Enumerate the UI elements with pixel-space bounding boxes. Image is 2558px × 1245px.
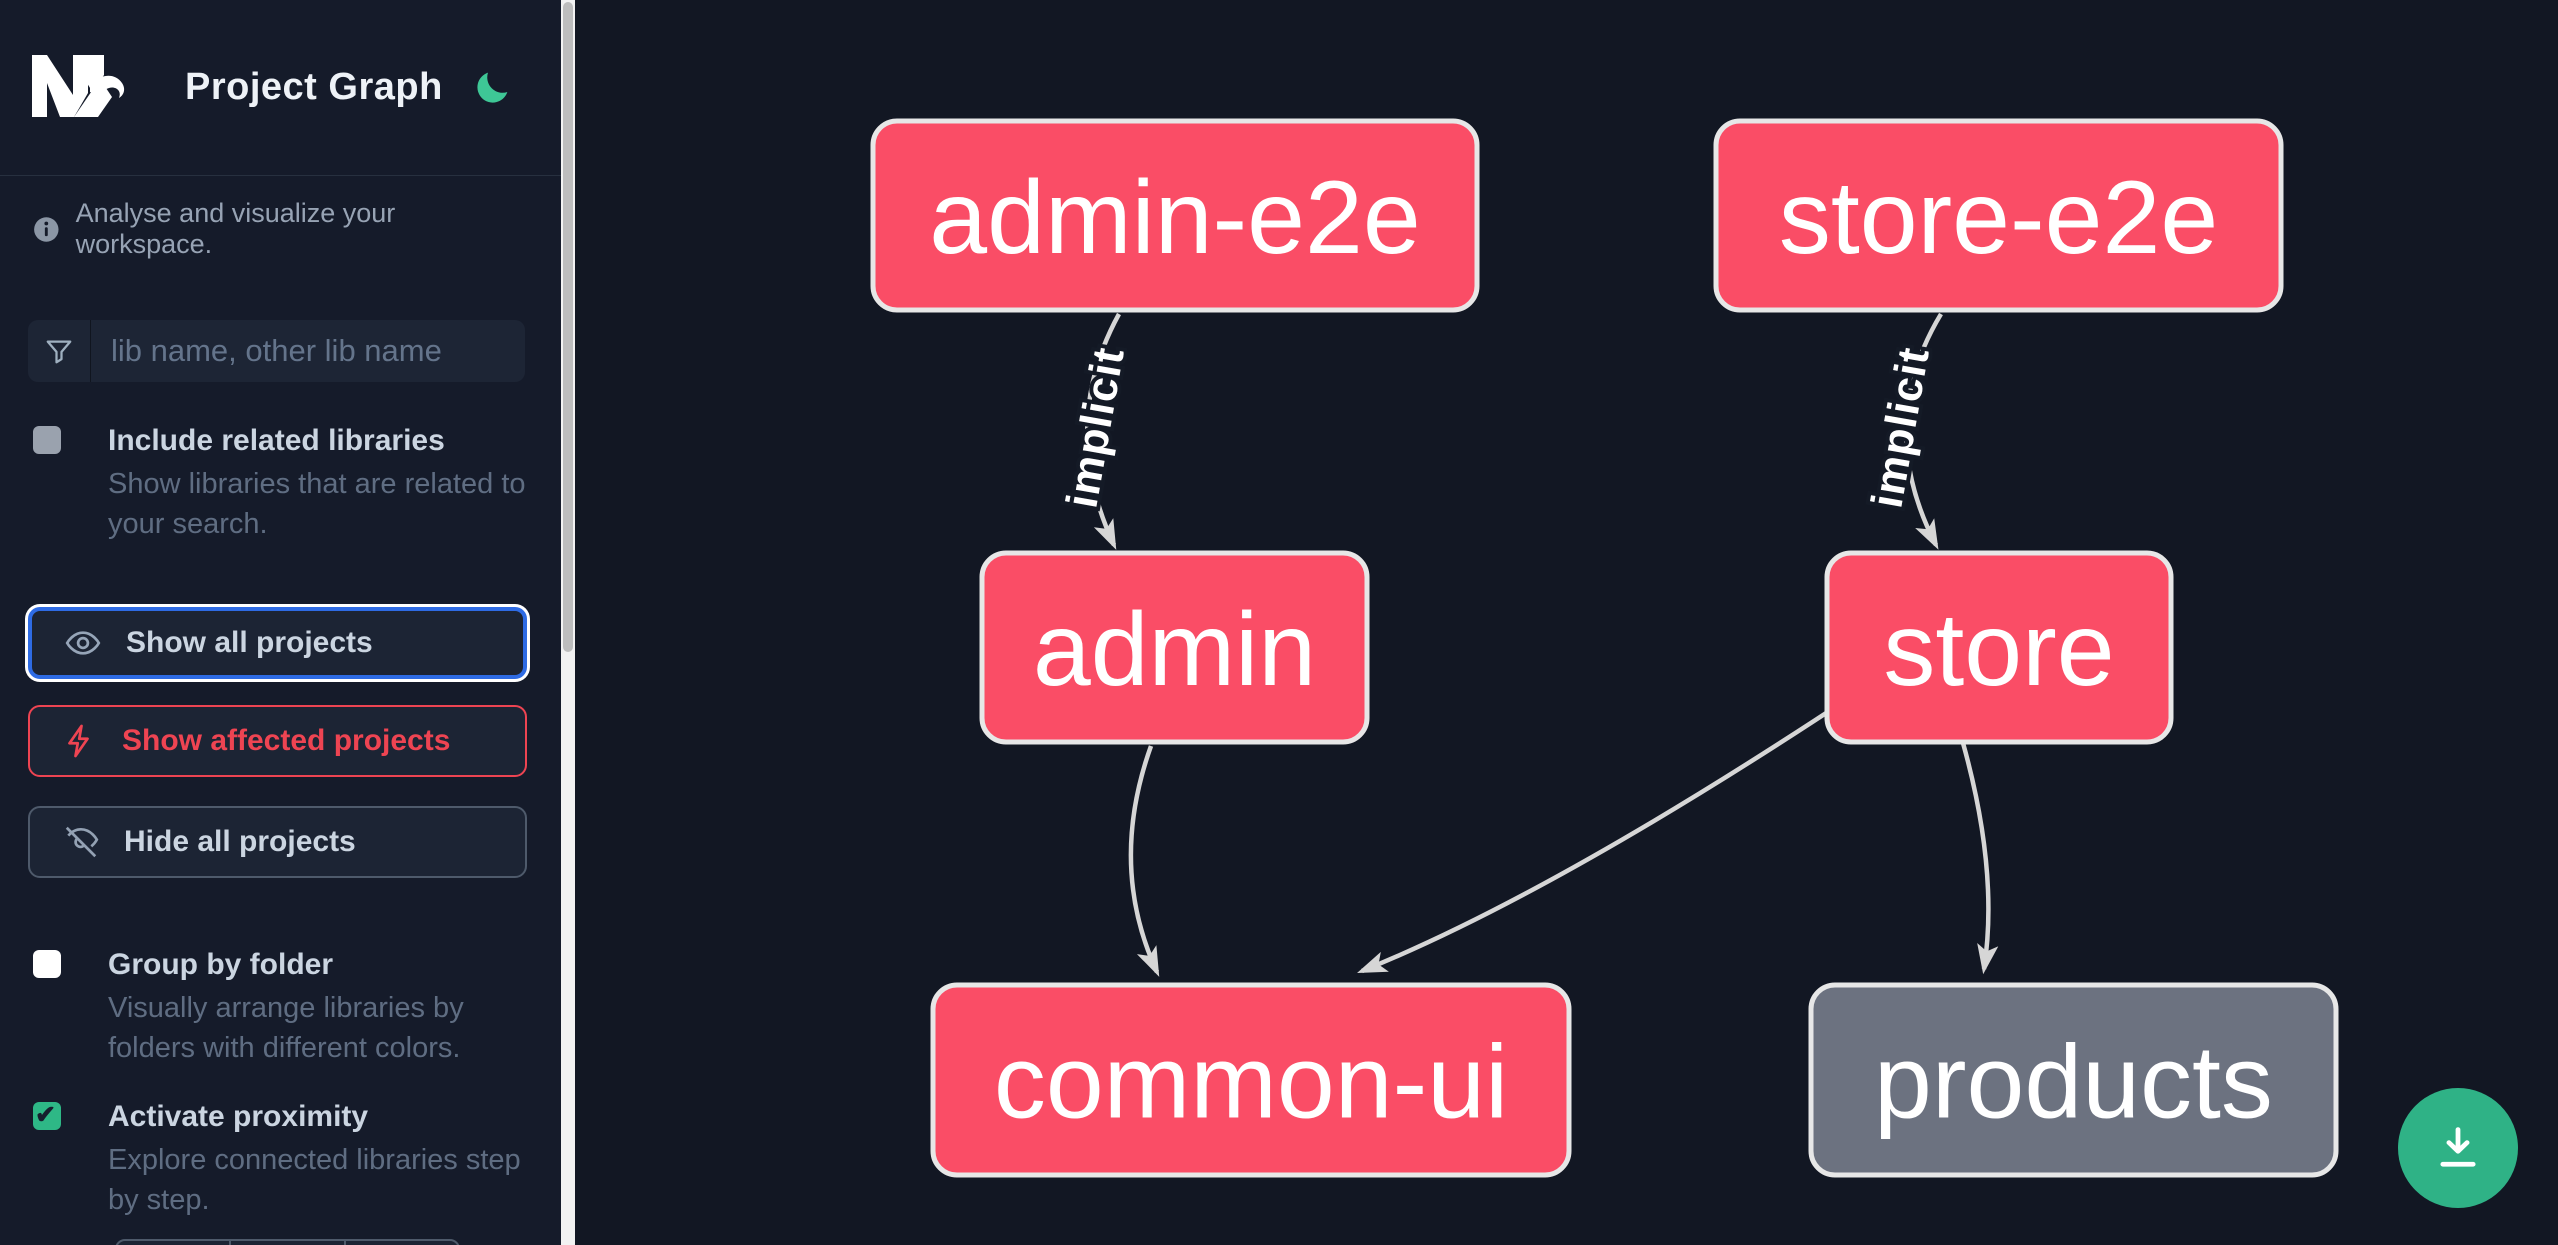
depth-decrement-segment[interactable] — [117, 1241, 232, 1245]
filter-icon — [28, 320, 91, 382]
theme-toggle-button[interactable] — [472, 68, 512, 108]
option-description: Visually arrange libraries by folders wi… — [108, 992, 464, 1064]
graph-edge-store-common-ui — [1357, 694, 1854, 974]
option-label: Activate proximity — [108, 1100, 369, 1133]
option-label: Include related libraries — [108, 424, 445, 457]
button-label: Hide all projects — [124, 825, 356, 858]
depth-increment-segment[interactable] — [346, 1241, 458, 1245]
download-icon — [2440, 1127, 2476, 1167]
moon-icon — [477, 72, 508, 103]
depth-value-segment — [231, 1241, 346, 1245]
workspace-tagline: Analyse and visualize your workspace. — [75, 198, 396, 259]
nodes-layer: admin-e2e store-e2e admin store common-ui pro… — [870, 118, 2339, 1178]
info-icon — [34, 216, 59, 242]
graph-node-store-e2e[interactable]: store-e2e — [1713, 118, 2284, 313]
checkbox-group-by-folder[interactable]: ✔ — [33, 950, 61, 978]
graph-edge-store-products — [1960, 742, 1999, 975]
show-all-projects-button[interactable]: Show all projects — [28, 607, 527, 679]
edge-label: implicit — [1058, 343, 1134, 511]
graph-node-products[interactable]: products — [1808, 982, 2339, 1178]
sidebar: Project Graph Analyse and visualize your… — [0, 0, 561, 1245]
edge-label: implicit — [1863, 343, 1939, 511]
node-label: store-e2e — [1779, 160, 2218, 276]
node-label: admin — [1033, 592, 1316, 708]
graph-node-common-ui[interactable]: common-ui — [930, 982, 1572, 1178]
download-graph-button[interactable] — [2398, 1088, 2518, 1208]
sidebar-header: Project Graph — [0, 0, 561, 176]
nx-logo — [32, 55, 125, 117]
search-input[interactable] — [91, 320, 530, 382]
hide-all-projects-button[interactable]: Hide all projects — [28, 806, 527, 878]
option-description: Show libraries that are related to your … — [108, 468, 526, 540]
graph-edge-admin-e2e-admin — [1085, 312, 1121, 550]
page-title: Project Graph — [185, 66, 443, 108]
sidebar-scrollbar-track[interactable] — [561, 0, 575, 1245]
checkbox-activate-proximity[interactable]: ✔ — [33, 1101, 61, 1130]
node-label: products — [1874, 1024, 2273, 1140]
checkbox-include-related[interactable]: ✔ — [33, 426, 61, 454]
bolt-icon — [68, 724, 89, 758]
node-label: common-ui — [994, 1024, 1508, 1140]
button-label: Show affected projects — [122, 724, 451, 757]
eye-slash-icon — [65, 826, 99, 858]
graph-node-admin[interactable]: admin — [979, 550, 1370, 745]
graph-edge-admin-common-ui — [1128, 745, 1160, 977]
option-label: Group by folder — [108, 948, 333, 981]
graph-node-store[interactable]: store — [1824, 550, 2174, 745]
node-label: admin-e2e — [929, 160, 1420, 276]
node-label: store — [1883, 592, 2114, 708]
workspace-tagline-row: Analyse and visualize your workspace. — [33, 198, 533, 260]
proximity-depth-control[interactable] — [115, 1239, 460, 1245]
graph-node-admin-e2e[interactable]: admin-e2e — [870, 118, 1480, 313]
button-label: Show all projects — [126, 626, 373, 659]
graph-edge-store-e2e-store — [1904, 312, 1943, 550]
search-box — [28, 320, 530, 382]
option-description: Explore connected libraries step by step… — [108, 1144, 521, 1216]
show-affected-projects-button[interactable]: Show affected projects — [28, 705, 527, 777]
sidebar-scrollbar-thumb[interactable] — [563, 2, 573, 652]
eye-icon — [65, 631, 101, 655]
